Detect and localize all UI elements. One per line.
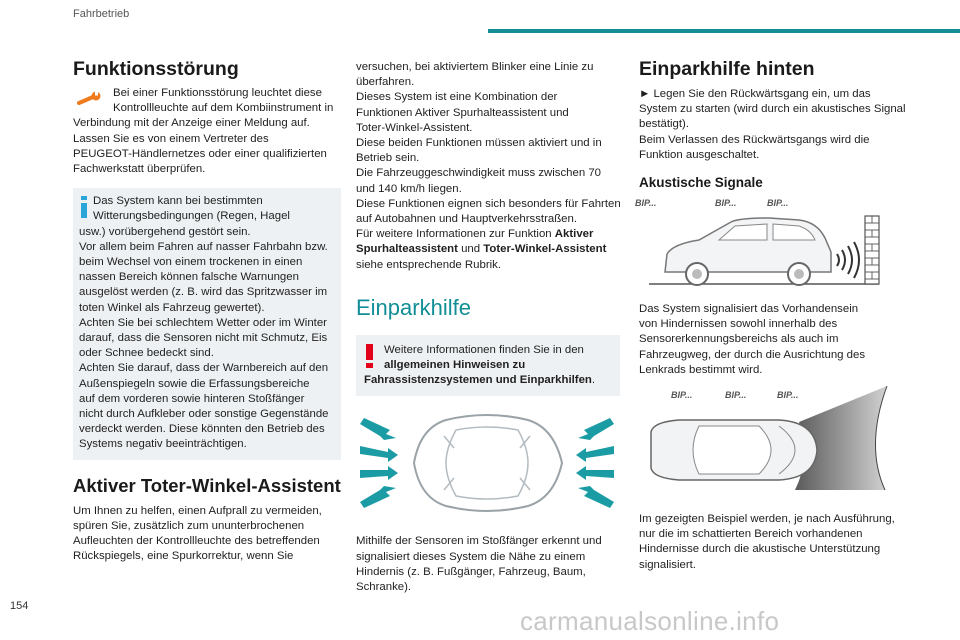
reference-line: Für weitere Informationen zur Funktion A… xyxy=(356,227,624,242)
note-line: darauf, dass die Sensoren nicht mit Schm… xyxy=(79,332,328,345)
header-accent-bar xyxy=(488,29,960,33)
parking-sensor-car-illustration xyxy=(356,408,618,518)
rear-parking-wall-illustration: BIP... BIP... BIP... xyxy=(635,196,911,292)
note-line: Witterungsbedingungen (Regen, Hagel xyxy=(93,210,290,223)
note-line: ausgelöst werden (z. B. wird das Spritzw… xyxy=(79,286,328,299)
body-line: Fahrzeugweg, der durch die Ausrichtung d… xyxy=(639,348,866,361)
column-2: versuchen, bei aktiviertem Blinker eine … xyxy=(356,60,624,595)
exclamation-icon xyxy=(366,343,373,368)
body-line: Schranke). xyxy=(356,581,412,594)
intro-line: System zu starten (wird durch ein akusti… xyxy=(639,103,906,116)
note-line: beim Wechsel von einem trockenen in eine… xyxy=(79,256,303,269)
reference-line: siehe entsprechende Rubrik. xyxy=(356,258,502,271)
intro-line: PEUGEOT-Händlernetzes oder einer qualifi… xyxy=(73,147,327,160)
section-title-einparkhilfe-hinten: Einparkhilfe hinten xyxy=(639,58,815,80)
body-line: versuchen, bei aktiviertem Blinker eine … xyxy=(356,61,594,73)
body-line: Mithilfe der Sensoren im Stoßfänger erke… xyxy=(356,535,602,548)
section-title-funktionsstoerung: Funktionsstörung xyxy=(73,58,239,80)
note-line: auf dem vorderen sowie hinteren Stoßfäng… xyxy=(79,392,305,405)
note-line: Außenspiegeln sowie die Erfassungsbereic… xyxy=(79,377,310,390)
reference-line: Spurhalteassistent und Toter-Winkel-Assi… xyxy=(356,242,624,257)
note-line: Vor allem beim Fahren auf nasser Fahrbah… xyxy=(79,240,328,253)
intro-line: Verbindung mit der Anzeige einer Meldung… xyxy=(73,117,310,130)
intro-line: Kontrollleuchte auf dem Kombiinstrument … xyxy=(113,102,334,115)
car-top-zone-drawing xyxy=(650,386,888,491)
body-line: Diese beiden Funktionen müssen aktiviert… xyxy=(356,137,602,150)
warning-note-box: Weitere Informationen finden Sie in den … xyxy=(356,334,620,397)
info-icon xyxy=(81,196,87,219)
intro-line: Bei einer Funktionsstörung leuchtet dies… xyxy=(113,87,322,99)
body-line: Dieses System ist eine Kombination der xyxy=(356,91,558,104)
column-1: Funktionsstörung Bei einer Funktionsstör… xyxy=(73,57,341,564)
section-title-toter-winkel: Aktiver Toter-Winkel-Assistent xyxy=(73,474,341,496)
body-line: spüren Sie, zusätzlich zum ununterbroche… xyxy=(73,519,305,532)
body-line: Um Ihnen zu helfen, einen Aufprall zu ve… xyxy=(73,504,322,517)
page-number: 154 xyxy=(10,600,29,612)
note-line: toten Winkel als Fahrzeug gewertet). xyxy=(79,301,265,314)
car-side-drawing xyxy=(649,215,880,287)
intro-line: Fachwerkstatt überprüfen. xyxy=(73,163,206,176)
bip-label: BIP... xyxy=(635,198,657,209)
intro-line: bestätigt). xyxy=(639,118,690,131)
bip-label: BIP... xyxy=(715,198,737,209)
rear-parking-zone-illustration: BIP... BIP... BIP... xyxy=(639,386,911,498)
body-line: Im gezeigten Beispiel werden, je nach Au… xyxy=(639,513,895,526)
note-line: Das System kann bei bestimmten xyxy=(93,195,263,208)
bip-label: BIP... xyxy=(777,390,799,401)
body-line: und 140 km/h liegen. xyxy=(356,182,462,195)
intro-line: Lassen Sie es von einem Vertreter des xyxy=(73,132,269,145)
note-line: Systems negativ beeinträchtigen. xyxy=(79,438,247,451)
watermark-text: carmanualsonline.info xyxy=(520,606,780,636)
warn-bold: allgemeinen Hinweisen zu xyxy=(384,359,526,372)
bip-label: BIP... xyxy=(767,198,789,209)
body-line: Toter-Winkel-Assistent. xyxy=(356,121,473,134)
warn-bold: Fahrassistenzsystemen und Einparkhilfen xyxy=(364,374,592,387)
warn-line: allgemeinen Hinweisen zu xyxy=(364,358,612,373)
body-line: Funktionen Aktiver Spurhalteassistent un… xyxy=(356,106,569,119)
intro-line: Funktion ausgeschaltet. xyxy=(639,148,760,161)
body-line: Aufleuchten der Kontrollleuchte des betr… xyxy=(73,535,320,548)
bip-label: BIP... xyxy=(725,390,747,401)
note-line: Achten Sie darauf, dass der Warnbereich … xyxy=(79,362,329,375)
warn-line: Weitere Informationen finden Sie in den xyxy=(384,343,584,356)
body-line: auf Autobahnen und Hauptverkehrsstraßen. xyxy=(356,213,577,226)
ref-bold: Aktiver xyxy=(554,228,594,241)
ref-bold: Spurhalteassistent xyxy=(356,243,458,256)
running-header: Fahrbetrieb xyxy=(73,8,130,20)
body-line: Rückspiegels, eine Spurkorrektur, wenn S… xyxy=(73,550,294,563)
note-line: Achten Sie bei schlechtem Wetter oder im… xyxy=(79,316,327,329)
body-line: nur die im schattierten Bereich vorhande… xyxy=(639,528,863,541)
bip-label: BIP... xyxy=(671,390,693,401)
wrench-warning-icon xyxy=(73,87,107,113)
section-title-einparkhilfe: Einparkhilfe xyxy=(356,294,471,320)
ref-text: Für weitere Informationen zur Funktion xyxy=(356,228,555,241)
ref-text: und xyxy=(457,243,484,256)
body-line: Betrieb sein. xyxy=(356,152,420,165)
body-line: Lenkrads bestimmt wird. xyxy=(639,363,763,376)
ref-bold: Toter-Winkel-Assistent xyxy=(483,243,607,256)
body-line: signalisiert. xyxy=(639,558,696,571)
intro-line: Beim Verlassen des Rückwärtsgangs wird d… xyxy=(639,133,870,146)
body-line: Hindernis (z. B. Fußgänger, Fahrzeug, Ba… xyxy=(356,565,586,578)
body-line: Die Fahrzeuggeschwindigkeit muss zwische… xyxy=(356,167,602,180)
note-line: nicht durch Aufkleber oder sonstige Gege… xyxy=(79,408,329,421)
note-line: usw.) vorübergehend gestört sein. xyxy=(79,225,251,238)
note-line: verdeckt werden. Diese könnten den Betri… xyxy=(79,423,325,436)
note-line: nassen Bereich können falsche Warnungen xyxy=(79,271,299,284)
body-line: Hindernisse durch die akustische Unterst… xyxy=(639,543,881,556)
body-line: signalisiert dieses System die Nähe zu e… xyxy=(356,550,586,563)
warn-text: . xyxy=(591,374,596,387)
note-line: oder Schnee bedeckt sind. xyxy=(79,347,214,360)
warn-line: Fahrassistenzsystemen und Einparkhilfen. xyxy=(364,373,612,388)
intro-line: ► Legen Sie den Rückwärtsgang ein, um da… xyxy=(639,88,871,100)
info-note-box: Das System kann bei bestimmten Witterung… xyxy=(73,188,341,460)
body-line: Das System signalisiert das Vorhandensei… xyxy=(639,303,859,316)
body-line: überfahren. xyxy=(356,76,415,89)
body-line: von Hindernissen sowohl innerhalb des xyxy=(639,318,838,331)
body-line: Diese Funktionen eignen sich besonders f… xyxy=(356,197,621,210)
column-3: Einparkhilfe hinten ► Legen Sie den Rück… xyxy=(635,57,911,573)
body-line: Sensorerkennungsbereichs als auch im xyxy=(639,333,839,346)
subsection-title-akustische-signale: Akustische Signale xyxy=(639,175,763,191)
